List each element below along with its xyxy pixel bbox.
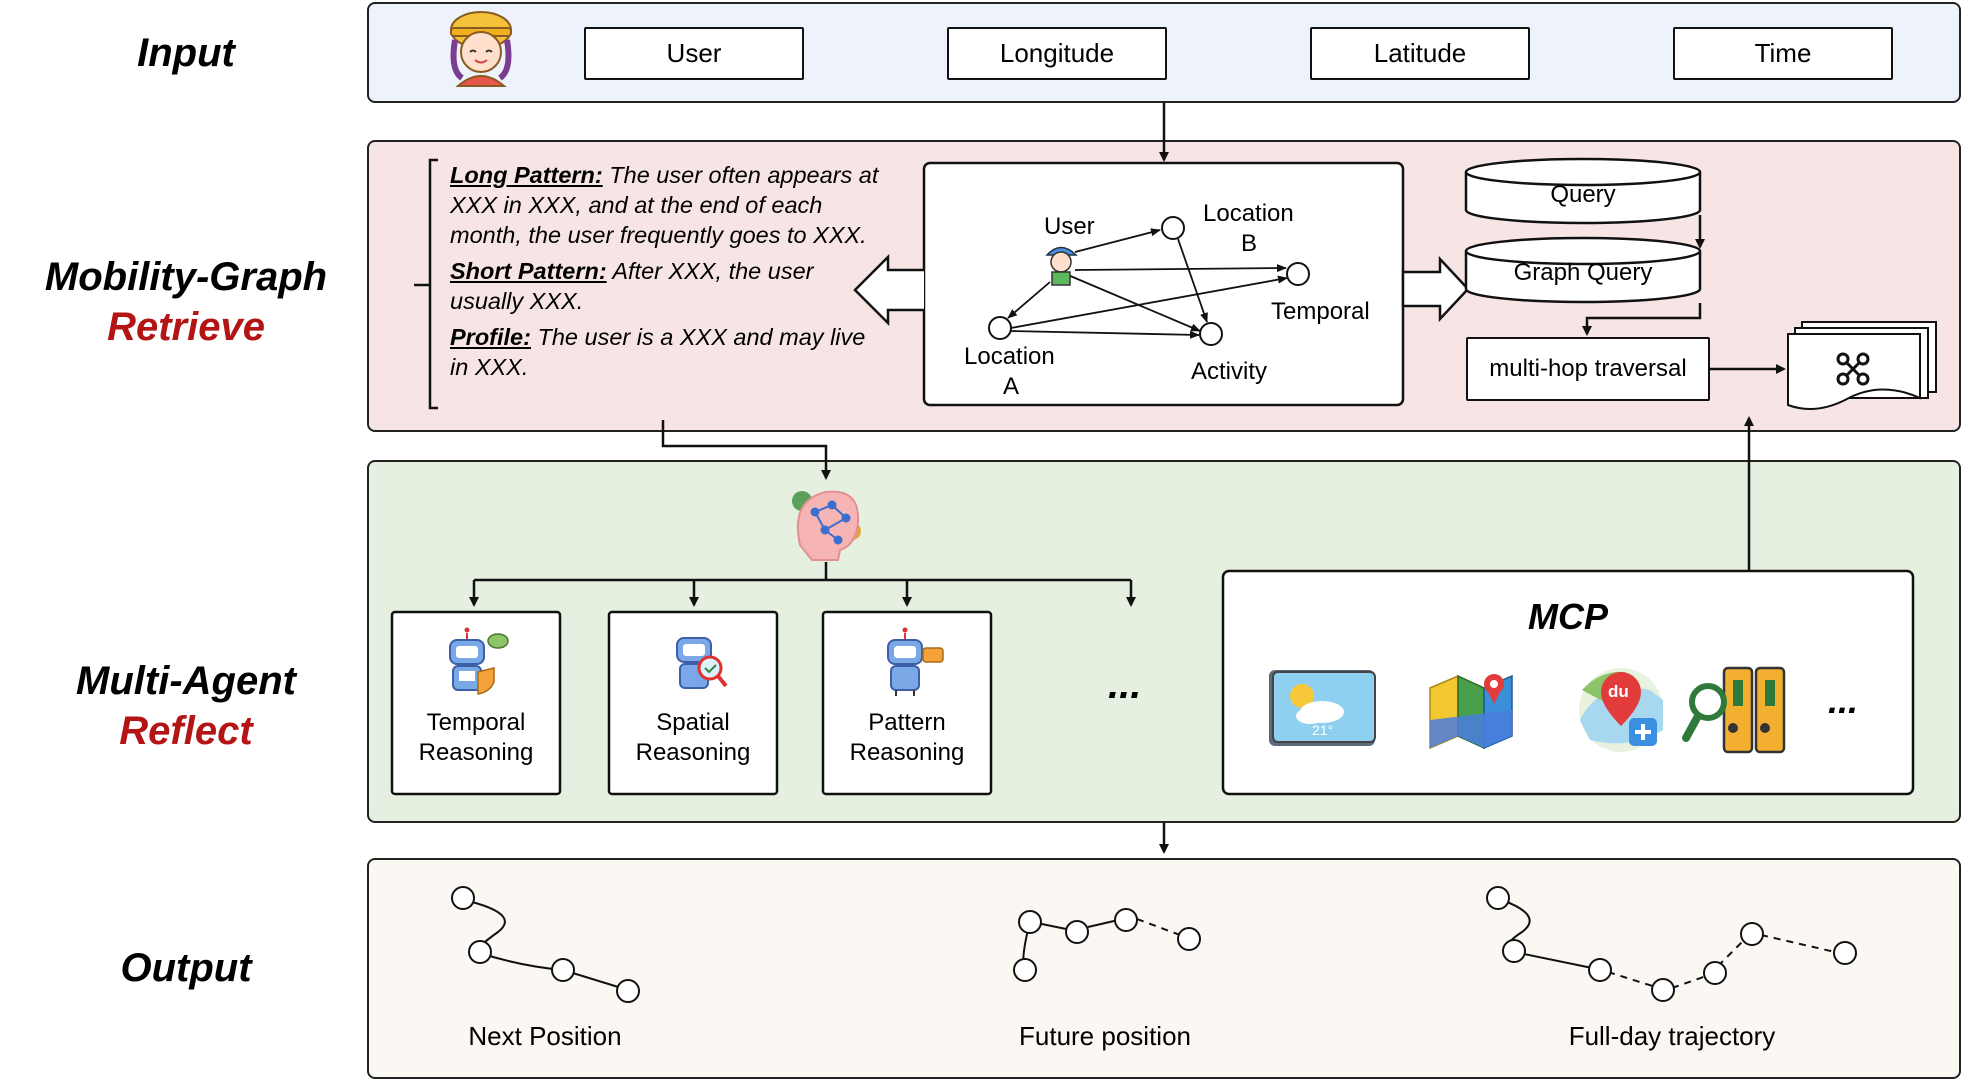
stage-label-reflect: Multi-Agent Reflect	[0, 656, 372, 756]
pattern-reasoning-line2: Reasoning	[849, 739, 965, 766]
query-db-label: Query	[1550, 181, 1616, 208]
profile-pattern: Profile: The user is a XXX and may live …	[450, 322, 890, 382]
short-pattern: Short Pattern: After XXX, the user usual…	[450, 256, 890, 316]
multi-hop-traversal-box: multi-hop traversal	[1466, 337, 1710, 401]
pattern-descriptions: Long Pattern: The user often appears at …	[450, 160, 890, 388]
stage-label-output: Output	[120, 946, 252, 990]
long-pattern-label: Long Pattern:	[450, 162, 603, 188]
stage-label-retrieve: Mobility-Graph Retrieve	[0, 252, 372, 352]
output-future-position: Future position	[1019, 1021, 1191, 1051]
graph-label-temporal: Temporal	[1271, 298, 1370, 325]
more-agents-ellipsis: ...	[1108, 663, 1142, 707]
short-pattern-text: After XXX, the user usually XXX.	[450, 258, 814, 314]
baidu-label: du	[1608, 682, 1629, 701]
stage-label-retrieve-title: Mobility-Graph	[44, 255, 328, 299]
output-full-day-trajectory: Full-day trajectory	[1568, 1021, 1776, 1051]
profile-label: Profile:	[450, 324, 531, 350]
pattern-reasoning-agent: Pattern Reasoning	[823, 708, 991, 768]
more-tools-ellipsis: ...	[1828, 680, 1859, 721]
temporal-reasoning-line2: Reasoning	[418, 739, 534, 766]
stage-label-retrieve-accent: Retrieve	[107, 305, 265, 349]
input-field-time: Time	[1673, 27, 1893, 80]
spatial-reasoning-agent: Spatial Reasoning	[609, 708, 777, 768]
graph-label-user: User	[1044, 213, 1095, 240]
long-pattern-text: The user often appears at XXX in XXX, an…	[450, 162, 879, 248]
stage-label-reflect-accent: Reflect	[119, 709, 253, 753]
temporal-reasoning-line1: Temporal	[426, 709, 526, 736]
output-next-position: Next Position	[468, 1021, 622, 1051]
input-field-user: User	[584, 27, 804, 80]
spatial-reasoning-line1: Spatial	[656, 709, 730, 736]
graph-query-db-label: Graph Query	[1513, 259, 1653, 286]
graph-label-location-a-1: Location	[964, 343, 1055, 370]
graph-label-location-a-2: A	[1003, 373, 1020, 400]
temporal-reasoning-agent: Temporal Reasoning	[392, 708, 560, 768]
input-field-latitude: Latitude	[1310, 27, 1530, 80]
profile-text: The user is a XXX and may live in XXX.	[450, 324, 866, 380]
stage-label-reflect-title: Multi-Agent	[76, 659, 296, 703]
short-pattern-label: Short Pattern:	[450, 258, 607, 284]
pattern-reasoning-line1: Pattern	[868, 709, 946, 736]
stage-label-input: Input	[137, 31, 235, 75]
weather-temp: 21°	[1312, 722, 1334, 738]
spatial-reasoning-line2: Reasoning	[635, 739, 751, 766]
output-panel	[367, 858, 1961, 1079]
long-pattern: Long Pattern: The user often appears at …	[450, 160, 890, 250]
graph-label-location-b-2: B	[1241, 230, 1258, 257]
graph-label-location-b-1: Location	[1203, 200, 1294, 227]
graph-label-activity: Activity	[1191, 358, 1268, 385]
reflect-panel	[367, 460, 1961, 823]
mcp-title: MCP	[1528, 596, 1608, 637]
input-field-longitude: Longitude	[947, 27, 1167, 80]
